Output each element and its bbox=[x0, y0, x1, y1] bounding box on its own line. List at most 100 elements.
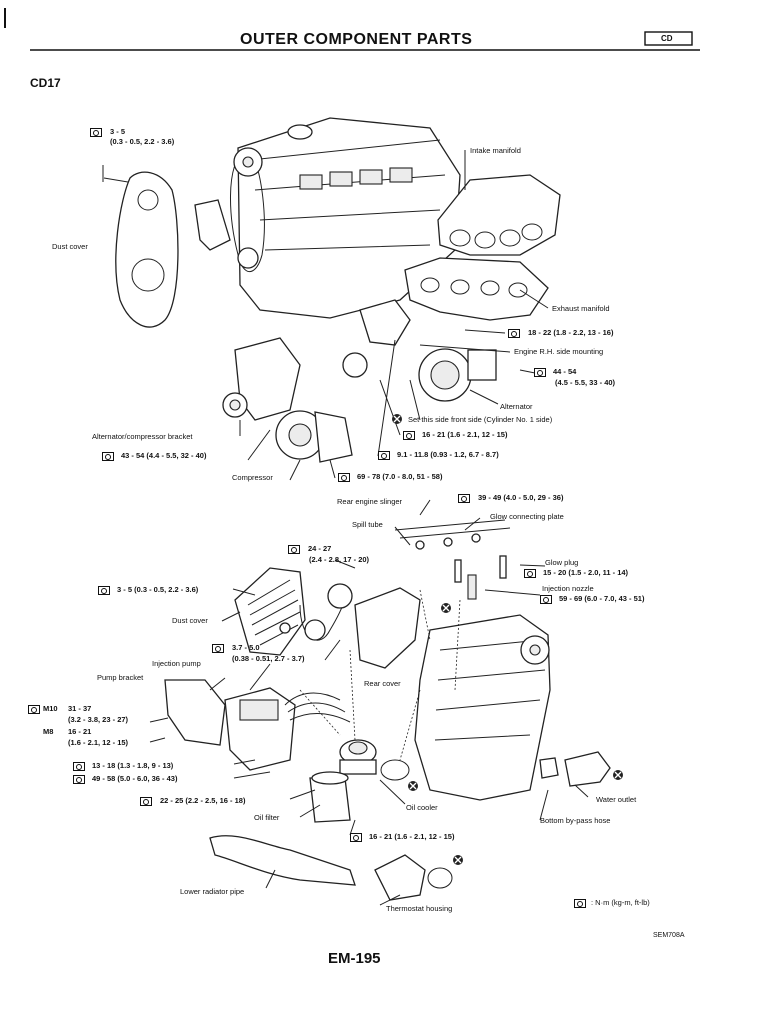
part-label: Injection nozzle bbox=[542, 584, 594, 593]
torque-icon bbox=[140, 797, 152, 806]
torque-icon bbox=[403, 431, 415, 440]
torque-spec: 31 - 37 bbox=[68, 704, 92, 713]
torque-spec: (1.6 - 2.1, 12 - 15) bbox=[68, 738, 129, 747]
torque-spec: 18 - 22 (1.8 - 2.2, 13 - 16) bbox=[528, 328, 614, 337]
part-label: Dust cover bbox=[172, 616, 208, 625]
part-label: Rear cover bbox=[364, 679, 401, 688]
exhaust-manifold bbox=[404, 257, 549, 321]
part-label: Bottom by-pass hose bbox=[540, 816, 611, 825]
timing-belt-bottom bbox=[279, 583, 353, 641]
part-label: Rear engine slinger bbox=[337, 497, 403, 506]
section-code: CD bbox=[661, 34, 673, 43]
torque-spec: 16 - 21 (1.6 - 2.1, 12 - 15) bbox=[422, 430, 508, 439]
torque-icon bbox=[378, 451, 390, 460]
part-label: Spill tube bbox=[352, 520, 383, 529]
torque-icon bbox=[508, 329, 520, 338]
torque-spec: 39 - 49 (4.0 - 5.0, 29 - 36) bbox=[478, 493, 564, 502]
model-label: CD17 bbox=[30, 76, 61, 90]
torque-icon bbox=[28, 705, 40, 714]
part-label: Exhaust manifold bbox=[552, 304, 610, 313]
torque-icon bbox=[98, 586, 110, 595]
torque-spec: 16 - 21 (1.6 - 2.1, 12 - 15) bbox=[369, 832, 455, 841]
injection-pump bbox=[224, 687, 296, 771]
torque-icon bbox=[338, 473, 350, 482]
torque-icon bbox=[288, 545, 300, 554]
torque-spec: (0.38 - 0.51, 2.7 - 3.7) bbox=[232, 654, 305, 663]
dust-cover-top bbox=[103, 171, 179, 328]
torque-icon bbox=[212, 644, 224, 653]
torque-spec: (4.5 - 5.5, 33 - 40) bbox=[555, 378, 616, 387]
torque-spec: (0.3 - 0.5, 2.2 - 3.6) bbox=[110, 137, 175, 146]
torque-spec: (2.4 - 2.8, 17 - 20) bbox=[309, 555, 370, 564]
part-label: Alternator bbox=[500, 402, 533, 411]
x-mark-icon bbox=[441, 603, 451, 613]
part-label: Glow connecting plate bbox=[490, 512, 564, 521]
part-label: Dust cover bbox=[52, 242, 88, 251]
engine-block-top bbox=[237, 117, 461, 319]
torque-icon bbox=[73, 775, 85, 784]
torque-icon bbox=[540, 595, 552, 604]
part-label: Engine R.H. side mounting bbox=[514, 347, 604, 356]
torque-spec: 9.1 - 11.8 (0.93 - 1.2, 6.7 - 8.7) bbox=[397, 450, 499, 459]
torque-icon bbox=[73, 762, 85, 771]
alt-comp-bracket bbox=[222, 337, 301, 421]
part-label: Oil cooler bbox=[406, 803, 438, 812]
alternator bbox=[418, 348, 497, 402]
bolt-size-label: M10 bbox=[43, 704, 58, 713]
water-outlet bbox=[564, 751, 611, 787]
x-mark-icon bbox=[453, 855, 463, 865]
part-label: Thermostat housing bbox=[386, 904, 453, 913]
engine-block-bottom bbox=[414, 614, 551, 801]
pump-bracket bbox=[164, 679, 226, 746]
part-label: Lower radiator pipe bbox=[180, 887, 245, 896]
rear-cover bbox=[354, 587, 421, 669]
torque-spec: 3.7 - 5.0 bbox=[232, 643, 260, 652]
figure-code: SEM708A bbox=[653, 932, 685, 939]
oil-filter bbox=[309, 771, 351, 823]
part-label: Intake manifold bbox=[470, 146, 521, 155]
part-label: Water outlet bbox=[596, 795, 637, 804]
part-label: Oil filter bbox=[254, 813, 280, 822]
torque-spec: 44 - 54 bbox=[553, 367, 577, 376]
torque-spec: (3.2 - 3.8, 23 - 27) bbox=[68, 715, 129, 724]
torque-spec: 59 - 69 (6.0 - 7.0, 43 - 51) bbox=[559, 594, 645, 603]
torque-icon bbox=[574, 899, 586, 908]
part-label: Glow plug bbox=[545, 558, 579, 567]
torque-spec: 22 - 25 (2.2 - 2.5, 16 - 18) bbox=[160, 796, 246, 805]
timing-belt-top bbox=[230, 147, 265, 273]
intake-manifold bbox=[437, 174, 561, 256]
torque-spec: 3 - 5 bbox=[110, 127, 126, 136]
part-label: Compressor bbox=[232, 473, 273, 482]
torque-spec: 69 - 78 (7.0 - 8.0, 51 - 58) bbox=[357, 472, 443, 481]
part-label: Alternator/compressor bracket bbox=[92, 432, 193, 441]
x-mark-icon bbox=[392, 414, 402, 424]
torque-icon bbox=[90, 128, 102, 137]
torque-icon bbox=[524, 569, 536, 578]
torque-icon bbox=[350, 833, 362, 842]
dust-cover-bottom bbox=[234, 567, 306, 656]
torque-icon bbox=[534, 368, 546, 377]
compressor bbox=[275, 410, 353, 463]
torque-spec: 43 - 54 (4.4 - 5.5, 32 - 40) bbox=[121, 451, 207, 460]
bolt-size-label: M8 bbox=[43, 727, 54, 736]
part-label: Injection pump bbox=[152, 659, 201, 668]
torque-spec: 15 - 20 (1.5 - 2.0, 11 - 14) bbox=[543, 568, 629, 577]
part-label: Set this side front side (Cylinder No. 1… bbox=[408, 415, 553, 424]
torque-legend: : N·m (kg-m, ft-lb) bbox=[591, 898, 650, 907]
torque-spec: 16 - 21 bbox=[68, 727, 92, 736]
torque-icon bbox=[102, 452, 114, 461]
page-title: OUTER COMPONENT PARTS bbox=[240, 31, 473, 48]
x-mark-icon bbox=[408, 781, 418, 791]
x-mark-icon bbox=[613, 770, 623, 780]
page-number: EM-195 bbox=[328, 950, 381, 967]
torque-icon bbox=[458, 494, 470, 503]
torque-spec: 49 - 58 (5.0 - 6.0, 36 - 43) bbox=[92, 774, 178, 783]
lower-radiator-pipe bbox=[209, 835, 356, 886]
torque-spec: 24 - 27 bbox=[308, 544, 332, 553]
torque-spec: 13 - 18 (1.3 - 1.8, 9 - 13) bbox=[92, 761, 174, 770]
oil-cooler bbox=[339, 739, 377, 775]
torque-spec: 3 - 5 (0.3 - 0.5, 2.2 - 3.6) bbox=[117, 585, 199, 594]
